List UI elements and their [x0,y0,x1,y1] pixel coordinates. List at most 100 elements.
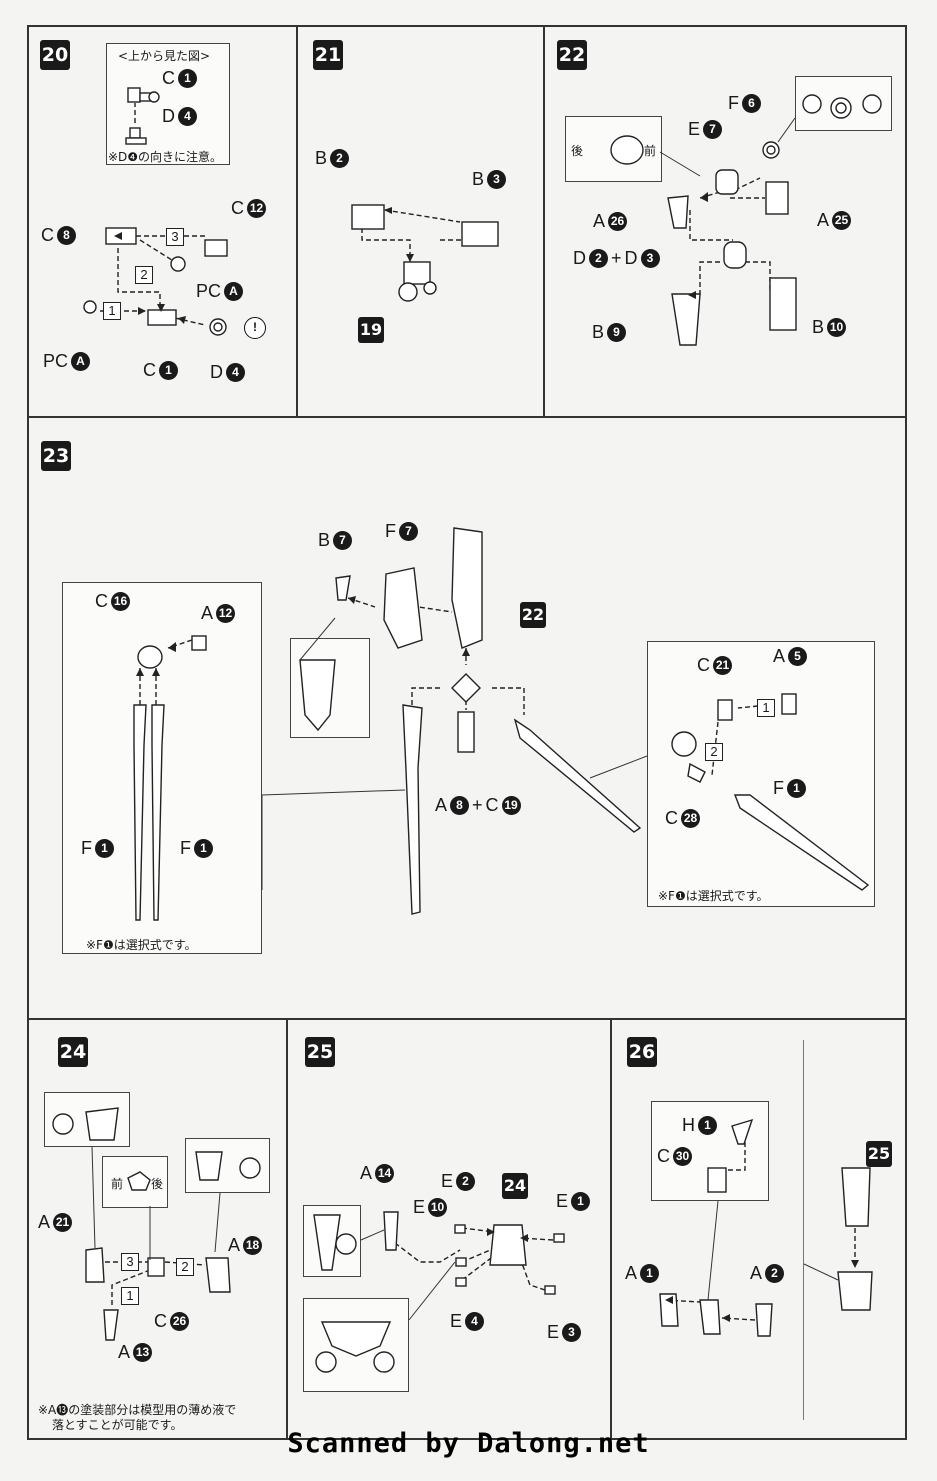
part-runner: C [162,68,175,88]
divider [610,1018,612,1440]
paint-removal-note-line2: 落とすことが可能です。 [52,1418,183,1432]
caution-note: ※D❹の向きに注意。 [108,150,223,164]
orientation-front: 前 [644,144,657,158]
part-runner: A [817,210,830,230]
part-runner: B [812,317,825,337]
part-runner: A [625,1263,638,1283]
part-runner: A [360,1163,373,1183]
reference-step-22: 22 [520,602,546,628]
part-runner: B [315,148,328,168]
part-runner: C [231,198,244,218]
part-number: 10 [428,1198,448,1217]
step-number-26: 26 [627,1037,657,1067]
divider [286,1018,288,1440]
part-runner: C [485,795,499,815]
part-number: A [224,282,244,301]
order-3: 3 [121,1253,139,1271]
part-number: 7 [399,522,418,541]
part-runner: D [624,248,638,268]
part-number: 2 [456,1172,476,1191]
top-view-caption: <上から見た図> [118,49,211,63]
order-2: 2 [705,743,723,761]
divider [803,1040,804,1420]
part-number: 12 [247,199,266,218]
part-number: 3 [562,1323,582,1342]
divider [543,25,545,417]
part-runner: A [118,1342,131,1362]
optional-part-note-right: ※F❶は選択式です。 [658,889,769,903]
part-runner: D [573,248,586,268]
part-runner: E [688,119,701,139]
part-runner: B [592,322,605,342]
step-number-20: 20 [40,40,70,70]
part-number: 4 [465,1312,485,1331]
paint-removal-note-line1: ※A⓭の塗装部分は模型用の薄め液で [38,1403,237,1417]
part-runner: C [95,591,108,611]
part-number: 30 [673,1147,692,1166]
part-runner: A [38,1212,51,1232]
part-runner: C [41,225,54,245]
step-number-22: 22 [557,40,587,70]
part-runner: C [665,808,678,828]
part-runner: E [547,1322,560,1342]
part-number: 9 [607,323,627,342]
part-number: 8 [450,796,470,815]
order-1: 1 [121,1287,139,1305]
part-number: 6 [742,94,761,113]
part-number: 4 [226,363,245,382]
order-1: 1 [103,302,121,320]
reference-step-19: 19 [358,317,384,343]
part-number: 25 [832,211,852,230]
part-number: 18 [243,1236,263,1255]
divider [296,25,298,417]
part-runner: A [593,211,606,231]
part-number: 10 [827,318,847,337]
part-number: 16 [111,592,130,611]
part-runner: F [773,778,784,798]
part-runner: E [556,1191,569,1211]
part-runner: F [81,838,92,858]
part-number: 21 [713,656,732,675]
part-number: 8 [57,226,76,245]
step-number-25: 25 [305,1037,335,1067]
part-number: 21 [53,1213,73,1232]
instruction-sheet-frame [27,25,907,1440]
plus-sign: + [611,248,622,268]
part-number: 2 [330,149,350,168]
optional-part-note-left: ※F❶は選択式です。 [86,938,197,952]
part-number: 3 [487,170,507,189]
part-number: 7 [333,531,353,550]
part-number: 1 [698,1116,717,1135]
part-number: 14 [375,1164,395,1183]
part-runner: C [657,1146,670,1166]
order-1: 1 [757,699,775,717]
part-runner: F [180,838,191,858]
part-number: 13 [133,1343,153,1362]
part-number: 1 [640,1264,660,1283]
part-runner: C [154,1311,167,1331]
part-runner: A [201,603,214,623]
part-number: 2 [589,249,608,268]
